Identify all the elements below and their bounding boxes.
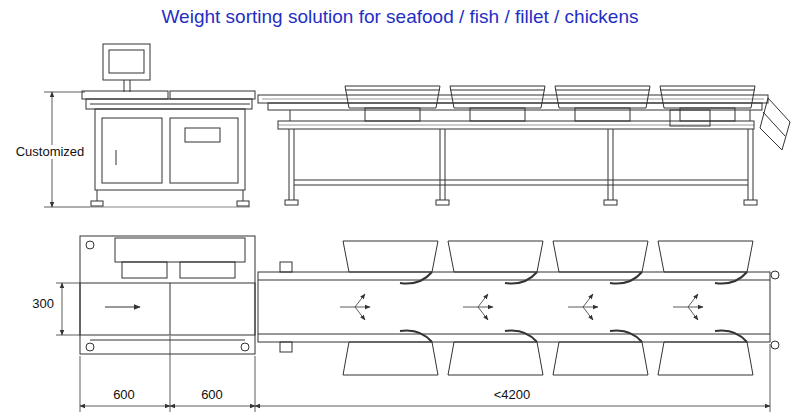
height-dimension: Customized bbox=[14, 145, 87, 160]
dimension-lines bbox=[44, 92, 770, 412]
side-view bbox=[82, 44, 790, 207]
length-dimension: 600 bbox=[111, 388, 137, 403]
diagram-title: Weight sorting solution for seafood / fi… bbox=[160, 6, 641, 28]
length-dimension: 600 bbox=[199, 388, 225, 403]
length-dimension: <4200 bbox=[492, 388, 533, 403]
plan-view bbox=[80, 236, 779, 375]
width-dimension: 300 bbox=[30, 297, 56, 312]
